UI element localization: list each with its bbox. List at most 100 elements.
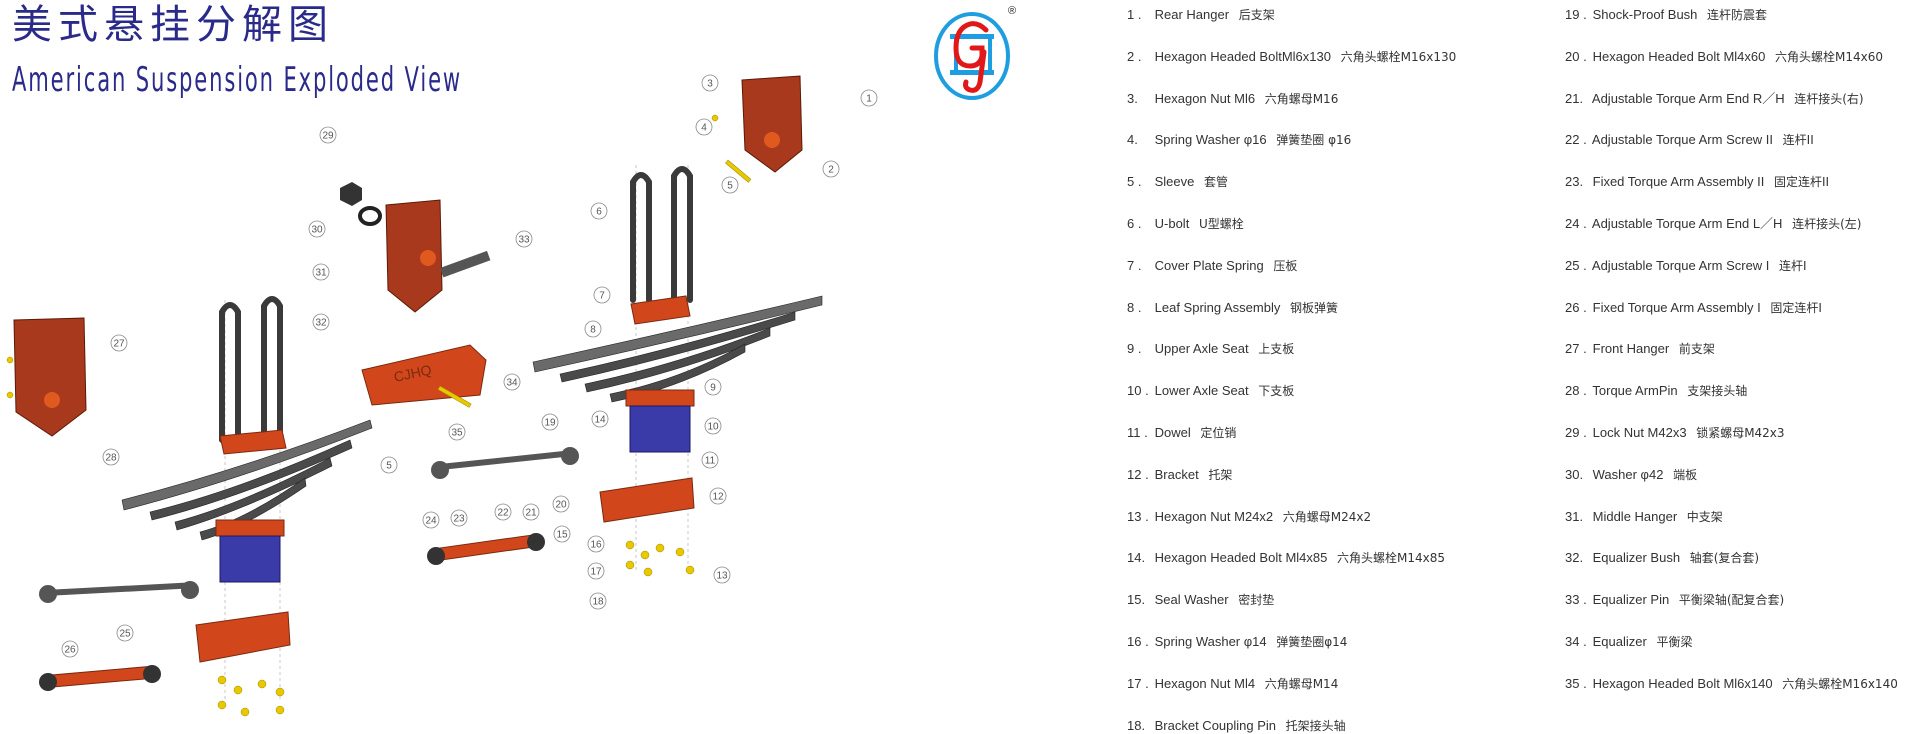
part-name-english: Shock-Proof Bush: [1592, 7, 1698, 22]
part-number: 18.: [1127, 717, 1146, 733]
part-number: 12 .: [1127, 466, 1149, 482]
callout-circle: [312, 313, 330, 331]
part-name-chinese: 六角头螺栓M16x140: [1782, 676, 1898, 691]
callout-number: 9: [710, 383, 716, 394]
parts-list-item: 7 . Cover Plate Spring 压板: [1127, 258, 1297, 274]
part-name-english: Washer φ42: [1592, 466, 1664, 482]
callout-circle: [308, 220, 326, 238]
u-bolt-right-b: [671, 166, 693, 303]
parts-list-item: 12 . Bracket 托架: [1127, 467, 1232, 483]
part-name-english: Bracket Coupling Pin: [1154, 717, 1277, 733]
exploded-view-diagram: CJHQ 12345678910111213141516171819202122…: [6, 74, 878, 717]
parts-list-item: 27 . Front Hanger 前支架: [1565, 341, 1715, 357]
callout-5: 5: [380, 456, 398, 474]
callout-17: 17: [587, 562, 605, 580]
callout-circle: [704, 417, 722, 435]
part-name-english: Adjustable Torque Arm Screw I: [1591, 257, 1770, 273]
part-number: 13 .: [1127, 508, 1149, 524]
parts-list-item: 5 . Sleeve 套管: [1127, 174, 1228, 190]
callout-number: 14: [594, 415, 606, 426]
callout-8: 8: [584, 320, 602, 338]
callout-circle: [593, 286, 611, 304]
callout-11: 11: [701, 451, 719, 469]
part-name-chinese: 钢板弹簧: [1289, 300, 1338, 315]
callout-22: 22: [494, 503, 512, 521]
callout-circle: [522, 503, 540, 521]
parts-list-item: 32. Equalizer Bush 轴套(复合套): [1565, 550, 1759, 566]
callout-number: 29: [322, 131, 334, 142]
parts-list-item: 11 . Dowel 定位销: [1127, 425, 1236, 441]
parts-list-item: 20 . Hexagon Headed Bolt Ml4x60 六角头螺栓M14…: [1565, 49, 1883, 65]
part-name-chinese: 中支架: [1686, 509, 1723, 524]
part-number: 14.: [1127, 550, 1146, 566]
callout-number: 33: [518, 235, 530, 246]
callout-number: 27: [113, 339, 125, 350]
part-number: 8 .: [1127, 299, 1142, 315]
callout-29: 29: [319, 126, 337, 144]
part-number: 15.: [1127, 592, 1146, 608]
part-name-chinese: 六角螺母M16: [1264, 91, 1339, 106]
rear-hanger: [741, 75, 803, 173]
part-number: 27 .: [1565, 341, 1587, 357]
logo-letter-g: [953, 21, 989, 69]
part-name-chinese: 支架接头轴: [1687, 384, 1748, 399]
part-name-chinese: 固定连杆I: [1770, 300, 1822, 315]
parts-list-item: 8 . Leaf Spring Assembly 钢板弹簧: [1127, 300, 1338, 316]
part-name-chinese: 压板: [1273, 258, 1298, 273]
part-name-chinese: 下支板: [1258, 384, 1295, 399]
parts-list-item: 29 . Lock Nut M42x3 锁紧螺母M42x3: [1565, 425, 1785, 441]
page-title-chinese: 美式悬挂分解图: [12, 2, 334, 48]
callout-circle: [450, 509, 468, 527]
callout-4: 4: [695, 118, 713, 136]
part-number: 22 .: [1565, 132, 1587, 148]
callout-5: 5: [721, 176, 739, 194]
callout-24: 24: [422, 511, 440, 529]
logo-letter-j: [963, 49, 987, 93]
part-name-chinese: 连杆防震套: [1707, 8, 1768, 22]
callout-circle: [721, 176, 739, 194]
parts-list-item: 18. Bracket Coupling Pin 托架接头轴: [1127, 718, 1346, 734]
callout-number: 28: [105, 453, 117, 464]
callout-1: 1: [860, 89, 878, 107]
part-number: 16 .: [1127, 634, 1149, 649]
part-name-english: Front Hanger: [1592, 341, 1670, 357]
part-name-english: Seal Washer: [1154, 592, 1229, 608]
callout-number: 21: [525, 508, 537, 519]
callout-number: 7: [599, 291, 605, 302]
callout-circle: [584, 320, 602, 338]
callout-26: 26: [61, 640, 79, 658]
part-name-chinese: 六角头螺栓M14x60: [1774, 49, 1883, 64]
lock-nut: [340, 182, 362, 206]
callout-number: 8: [590, 325, 596, 336]
callout-23: 23: [450, 509, 468, 527]
part-name-english: Adjustable Torque Arm End R／H: [1591, 90, 1785, 106]
part-name-english: U-bolt: [1154, 216, 1190, 231]
parts-list-item: 28 . Torque ArmPin 支架接头轴: [1565, 383, 1747, 399]
callout-circle: [552, 495, 570, 513]
callout-35: 35: [448, 423, 466, 441]
parts-list-item: 2 . Hexagon Headed BoltMl6x130 六角头螺栓M16x…: [1127, 49, 1456, 65]
part-name-english: Adjustable Torque Arm End L／H: [1591, 216, 1783, 231]
part-name-chinese: 平衡梁轴(配复合套): [1678, 593, 1785, 608]
part-name-english: Lower Axle Seat: [1154, 383, 1249, 399]
part-number: 5 .: [1127, 174, 1142, 190]
part-name-chinese: 六角螺母M14: [1264, 676, 1339, 691]
fixed-torque-arm-ii: [439, 534, 537, 561]
callout-number: 24: [425, 516, 437, 527]
parts-list-item: 15. Seal Washer 密封垫: [1127, 592, 1274, 608]
part-name-english: Hexagon Nut M24x2: [1154, 508, 1274, 524]
callout-group: 1234567891011121314151617181920212223242…: [61, 74, 878, 658]
callout-number: 26: [64, 645, 76, 656]
callout-circle: [704, 378, 722, 396]
parts-list-item: 21. Adjustable Torque Arm End R／H 连杆接头(右…: [1565, 91, 1864, 107]
leaf-spring-right: [532, 295, 823, 403]
part-name-chinese: 上支板: [1258, 342, 1295, 357]
parts-list-item: 30. Washer φ42 端板: [1565, 467, 1697, 483]
callout-20: 20: [552, 495, 570, 513]
middle-hanger: [385, 199, 491, 313]
part-name-chinese: 定位销: [1200, 426, 1237, 440]
callout-6: 6: [590, 202, 608, 220]
part-number: 17 .: [1127, 675, 1149, 691]
callout-number: 32: [315, 318, 327, 329]
callout-circle: [589, 592, 607, 610]
